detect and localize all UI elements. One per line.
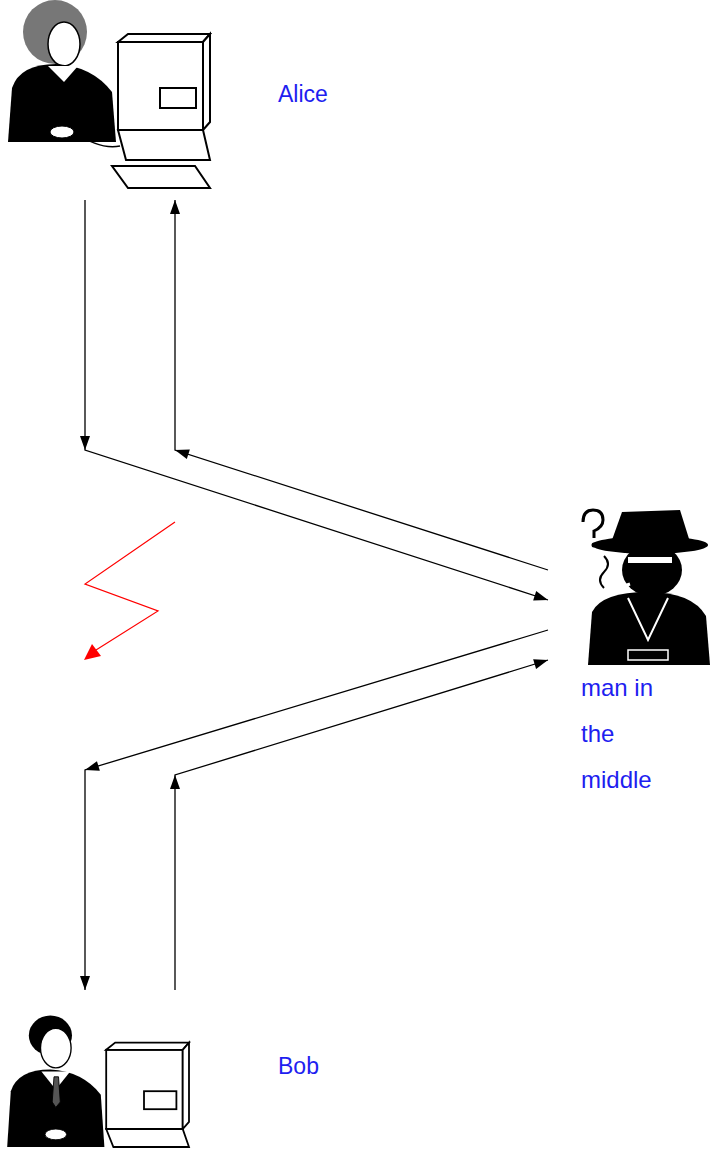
lightning-line: [85, 522, 175, 650]
connector-group: [80, 200, 548, 600]
mouse-cord: [74, 132, 120, 147]
face: [622, 544, 682, 596]
person-node: Alice: [5, 0, 355, 200]
smoke: [600, 556, 608, 588]
monitor-top: [118, 34, 210, 42]
drive-slot: [160, 88, 196, 108]
arrowhead: [170, 200, 180, 214]
monitor-side: [183, 1043, 189, 1129]
hand: [50, 126, 74, 138]
glasses-glint: [628, 557, 672, 563]
arrowhead: [170, 775, 180, 789]
bob-icon: [7, 1016, 189, 1147]
arrowhead: [85, 761, 100, 771]
connector: [85, 200, 548, 600]
drive-slot: [144, 1091, 176, 1109]
belt: [628, 650, 668, 660]
connector-group: [170, 200, 548, 570]
monitor: [118, 42, 203, 130]
monitor-top: [106, 1043, 189, 1050]
connector-group: [170, 659, 548, 990]
arrowhead: [533, 591, 548, 601]
lapels: [628, 598, 668, 640]
computer-base: [106, 1129, 189, 1147]
broken-link: [84, 522, 175, 660]
body: [7, 1070, 104, 1147]
face: [41, 1028, 72, 1068]
monitor-side: [203, 34, 210, 130]
hand: [45, 1129, 67, 1140]
arrowhead: [175, 450, 190, 460]
question-mark: [583, 510, 603, 538]
keyboard: [112, 166, 210, 188]
face: [48, 22, 80, 66]
computer-base: [118, 130, 210, 160]
intruder-icon: [583, 510, 710, 665]
collar: [48, 66, 78, 82]
tie: [52, 1077, 60, 1108]
person-label: Bob: [278, 1052, 319, 1080]
cigarette: [606, 584, 630, 592]
person-node: Bob: [5, 990, 355, 1150]
connector: [175, 200, 548, 570]
connector-group: [80, 630, 548, 990]
arrowhead: [80, 976, 90, 990]
alice-icon: [8, 0, 210, 188]
body: [8, 64, 116, 142]
arrowhead: [533, 659, 548, 669]
person-label: man in the middle: [581, 665, 671, 803]
person-label: Alice: [278, 80, 328, 108]
arrowhead: [80, 436, 90, 450]
coat: [588, 592, 710, 665]
lightning-head: [84, 644, 101, 660]
connector: [175, 660, 548, 990]
person-node: man in the middle: [548, 505, 708, 809]
monitor: [106, 1050, 183, 1129]
connector: [85, 630, 548, 990]
